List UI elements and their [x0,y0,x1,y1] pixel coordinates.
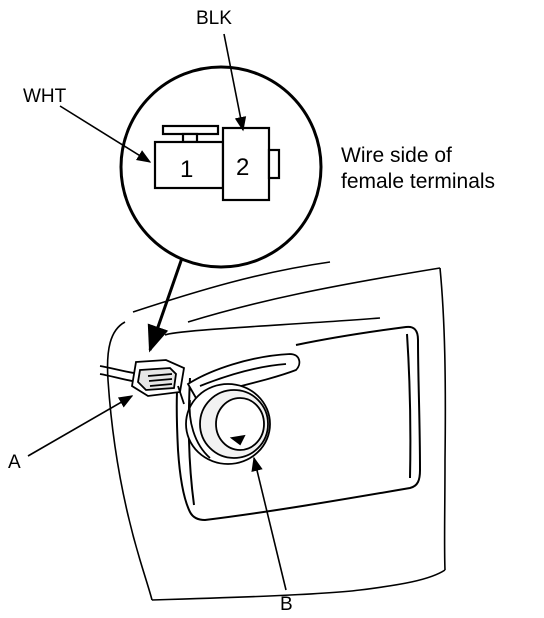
blk-wire-label: BLK [196,8,232,29]
connector-face-icon [153,124,281,202]
wht-leader-arrow [59,105,152,163]
callout-b-label: B [280,594,293,615]
connector-a-icon [99,359,186,405]
vehicle-body-panel [106,261,447,601]
pin-1-label: 1 [180,156,193,183]
blk-leader-arrow [223,33,247,132]
wht-wire-label: WHT [23,86,67,107]
socket-b-icon [185,353,301,465]
wire-side-note-line1: Wire side of [341,144,452,167]
pin-2-label: 2 [236,154,249,181]
wire-side-note-line2: female terminals [341,170,495,193]
callout-a-arrow [27,395,134,457]
callout-b-arrow [251,456,287,591]
magnifier-pointer-arrow [147,257,184,353]
callout-a-label: A [8,452,21,473]
